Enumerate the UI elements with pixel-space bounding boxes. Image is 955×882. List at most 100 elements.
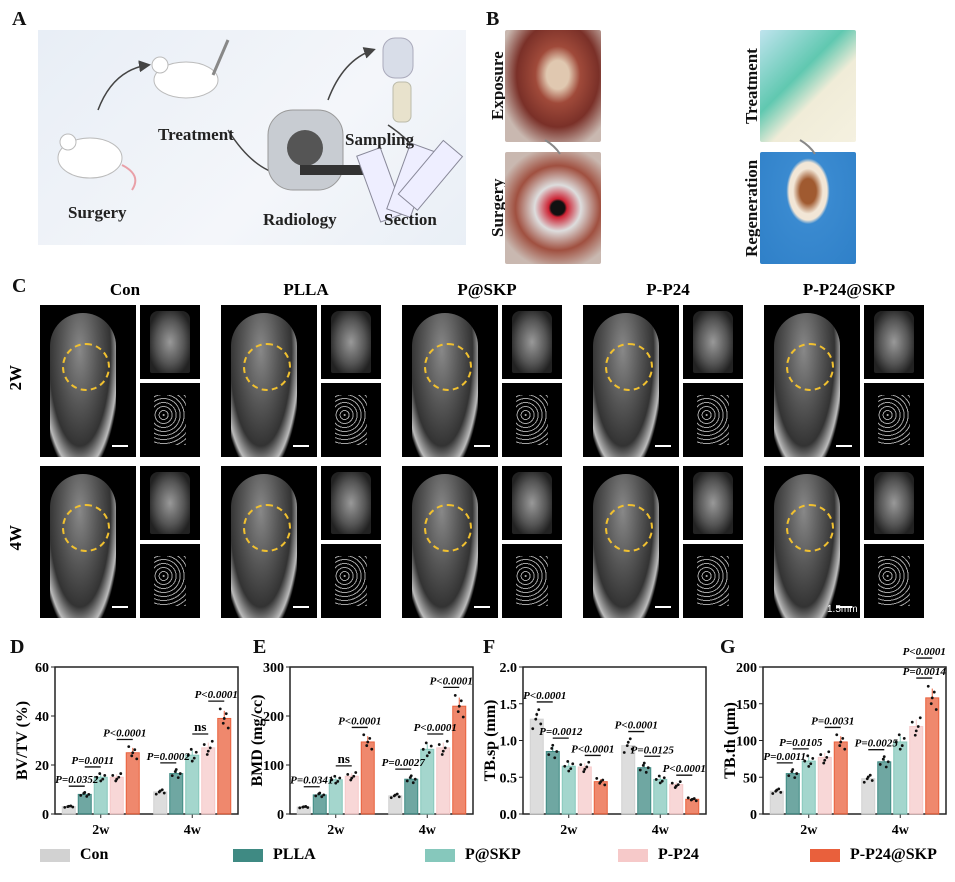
p-value-label: P=0.0031 [811,715,854,727]
data-point [918,716,922,720]
legend-p-p24-skp: P-P24@SKP [810,846,937,864]
legend-con: Con [40,846,108,864]
bar [312,794,327,815]
data-point [550,747,554,750]
data-point [425,754,429,758]
data-point [886,760,890,764]
data-point [625,744,629,748]
data-point [582,770,586,774]
scale-bar [655,606,671,608]
data-point [115,777,119,781]
data-point [117,775,121,779]
data-point [898,747,902,751]
data-point [314,794,318,798]
data-point [690,797,694,801]
y-tick-label: 0.5 [500,771,518,786]
p-value-label: P=0.0011 [763,751,806,763]
ct-longitudinal-image [402,305,498,457]
data-point [389,796,393,800]
data-point [787,774,791,777]
scale-bar-label: 1.5mm [827,604,858,615]
data-point [224,712,228,716]
data-point [930,696,934,700]
x-tick-label: 2w [800,823,818,838]
data-point [210,739,214,743]
data-point [926,684,930,688]
rat-icon [57,133,137,191]
data-point [178,772,182,775]
row-label-4w: 4W [6,525,25,551]
data-point [405,779,409,783]
panel-label-g: G [720,636,736,658]
data-point [190,759,194,763]
bar [169,773,184,815]
group-title: PLLA [283,280,329,299]
knee-joint-icon [382,37,414,123]
data-point [186,753,190,757]
data-point [819,753,823,756]
ct-reconstruction-image [864,544,924,618]
data-point [878,763,882,766]
legend-label: Con [80,846,109,863]
ct-section-image [864,466,924,540]
data-point [910,720,914,724]
scale-bar [474,606,490,608]
data-point [599,780,603,784]
y-tick-label: 40 [35,710,49,725]
bar [669,784,684,815]
data-point [393,793,397,797]
bar [577,766,592,815]
legend-label: P-P24 [658,846,699,863]
data-point [913,733,917,737]
y-tick-label: 60 [35,661,49,676]
ct-scanner-icon [267,109,380,191]
data-point [192,756,196,760]
data-point [158,789,162,793]
legend-p-skp: P@SKP [425,846,521,864]
data-point [67,804,71,808]
data-point [170,774,174,777]
group-title: Con [109,280,141,299]
data-point [547,753,551,757]
data-point [825,756,829,759]
bar [785,773,800,815]
data-point [103,774,107,777]
data-point [862,780,866,784]
data-point [333,774,337,778]
data-point [793,776,797,780]
ct-section-image [321,466,381,540]
data-point [429,744,433,748]
y-tick-label: 50 [743,771,757,786]
p-value-label: ns [194,719,206,734]
data-point [809,762,813,766]
step-sampling: Sampling [345,130,414,149]
data-point [174,768,178,771]
arrow-down-icon [799,139,816,155]
x-tick-label: 2w [327,823,345,838]
data-point [843,747,847,751]
data-point [98,772,102,775]
data-point [660,779,664,783]
data-point [221,721,225,725]
y-tick-label: 200 [263,710,284,725]
data-point [678,780,682,784]
data-point [206,749,210,753]
data-point [119,772,123,775]
data-point [99,779,103,783]
plot-frame [54,666,239,815]
defect-circle [424,504,472,552]
data-point [884,765,888,769]
data-point [838,744,842,747]
p-value-label: P<0.0001 [903,646,946,658]
defect-circle [424,343,472,391]
data-point [162,791,166,795]
bar [185,754,200,815]
bar [420,748,435,815]
data-point [676,783,680,786]
scale-bar [836,606,852,608]
ct-reconstruction-image [502,383,562,457]
legend-label: P-P24@SKP [850,846,937,863]
